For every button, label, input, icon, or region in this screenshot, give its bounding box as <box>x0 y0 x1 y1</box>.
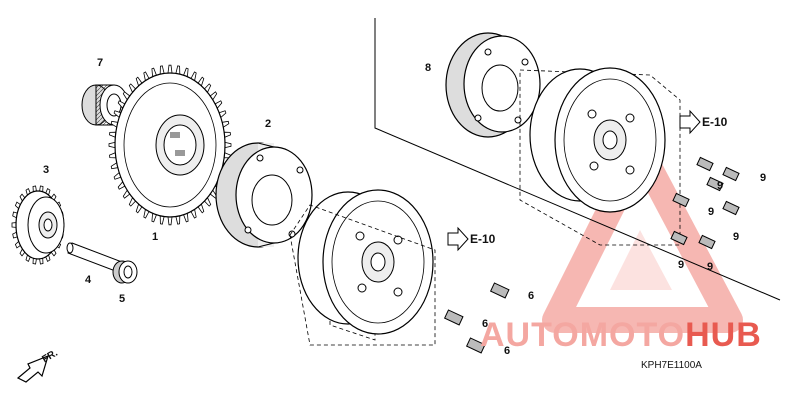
callout-9-d: 9 <box>732 231 740 243</box>
watermark-moto: MOTO <box>579 316 686 354</box>
gear-tooth <box>224 141 232 149</box>
front-direction-arrow <box>16 354 49 383</box>
gear-tooth <box>108 141 116 149</box>
callout-6-b: 6 <box>481 318 489 330</box>
watermark-hub: HUB <box>685 316 762 354</box>
flywheel-right <box>519 67 681 246</box>
callout-3: 3 <box>42 164 50 176</box>
starter-driven-gear-part-1 <box>108 64 232 226</box>
diagram-code: KPH7E1100A <box>641 360 702 371</box>
callout-9-e: 9 <box>677 259 685 271</box>
watermark-logo: AUTOMOTOHUB <box>480 316 762 355</box>
ref-e10-lower[interactable]: E-10 <box>470 232 496 246</box>
watermark-auto: AUTO <box>480 316 580 354</box>
starter-clutch-part-8 <box>445 32 541 138</box>
callout-6-a: 6 <box>527 290 535 302</box>
watermark-triangle <box>542 137 743 333</box>
callout-4: 4 <box>84 274 92 286</box>
flywheel-left <box>289 189 436 346</box>
bolts-part-6 <box>443 282 510 354</box>
ref-arrow-upper <box>679 109 701 135</box>
callout-9-c: 9 <box>707 206 715 218</box>
callout-6-c: 6 <box>503 345 511 357</box>
callout-9-b: 9 <box>716 180 724 192</box>
starter-clutch-part-2 <box>215 142 313 248</box>
callout-8: 8 <box>424 62 432 74</box>
ref-arrow-lower <box>447 226 469 252</box>
gear-tooth <box>167 216 173 226</box>
subassembly-frame <box>374 18 781 301</box>
callout-1: 1 <box>151 231 159 243</box>
callout-9-a: 9 <box>759 172 767 184</box>
reduction-gear-part-3 <box>11 185 65 265</box>
bolts-part-9 <box>670 156 740 250</box>
callout-5: 5 <box>118 293 126 305</box>
gear-tooth <box>167 64 173 74</box>
collar-part-5 <box>112 260 138 284</box>
ref-e10-upper[interactable]: E-10 <box>702 115 728 129</box>
callout-7: 7 <box>96 57 104 69</box>
callout-9-f: 9 <box>706 261 714 273</box>
callout-2: 2 <box>264 118 272 130</box>
